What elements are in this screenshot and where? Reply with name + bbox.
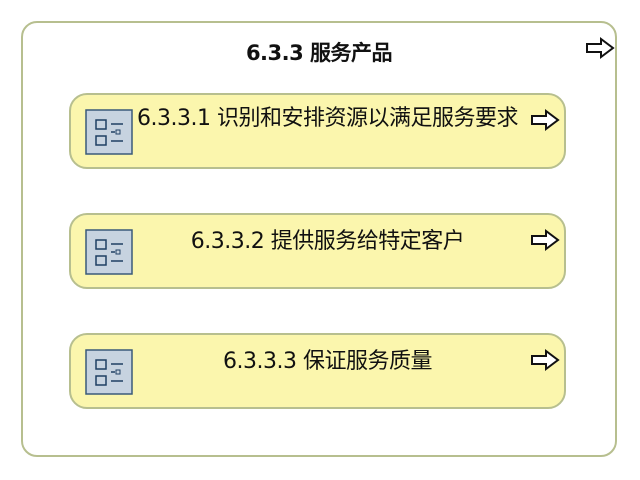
hollow-right-arrow-icon[interactable] bbox=[585, 37, 615, 59]
process-item-2[interactable]: 6.3.3.2 提供服务给特定客户 bbox=[69, 213, 566, 289]
process-item-3-label: 6.3.3.3 保证服务质量 bbox=[223, 349, 432, 374]
process-item-1[interactable]: 6.3.3.1 识别和安排资源以满足服务要求 bbox=[69, 93, 566, 169]
process-item-3[interactable]: 6.3.3.3 保证服务质量 bbox=[69, 333, 566, 409]
process-item-2-label: 6.3.3.2 提供服务给特定客户 bbox=[190, 229, 465, 254]
hollow-right-arrow-icon[interactable] bbox=[530, 109, 560, 131]
hollow-right-arrow-icon[interactable] bbox=[530, 349, 560, 371]
process-list-icon bbox=[85, 349, 133, 395]
process-list-icon bbox=[85, 229, 133, 275]
hollow-right-arrow-icon[interactable] bbox=[530, 229, 560, 251]
process-item-1-label: 6.3.3.1 识别和安排资源以满足服务要求 bbox=[137, 106, 518, 131]
container-title: 6.3.3 服务产品 bbox=[245, 41, 393, 65]
process-list-icon bbox=[85, 109, 133, 155]
